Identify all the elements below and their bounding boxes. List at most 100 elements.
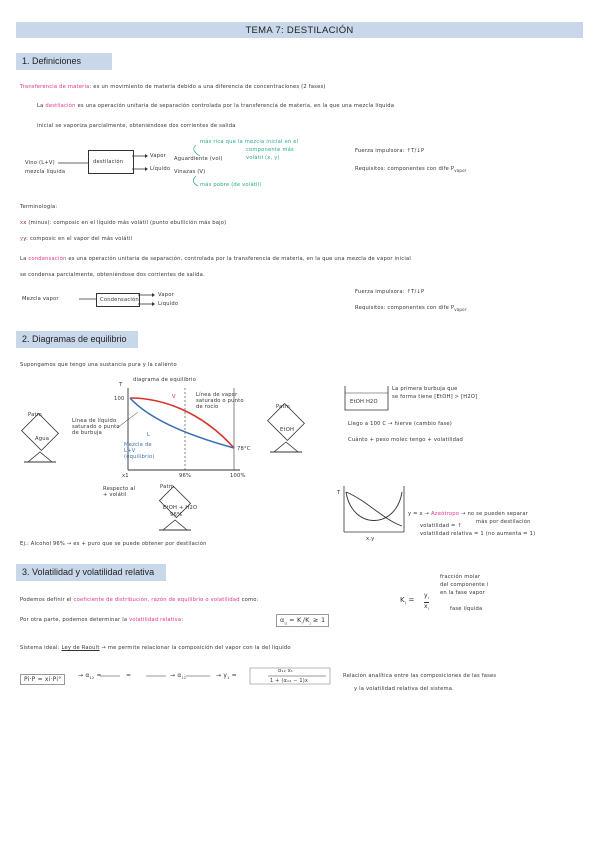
section-header-volatilidad: 3. Volatilidad y volatilidad relativa — [16, 564, 166, 581]
teal-note-3: volátil (x, y) — [246, 155, 280, 161]
linea-vapor-label: Línea de vapor saturado o punto de rocío — [196, 392, 244, 410]
la-word: La — [37, 103, 44, 109]
xy-axis-label: x,y — [366, 536, 375, 542]
l-region: L — [147, 432, 151, 438]
coef-term: coeficiente de distribución, razón de eq… — [73, 597, 240, 603]
fuerza-impulsora-1: Fuerza impulsora: ↑T/↓P — [355, 148, 425, 154]
section-title: 2. Diagramas de equilibrio — [22, 334, 127, 344]
tm-term: Transferencia de materia — [20, 84, 90, 90]
cond-term: condensación — [28, 256, 67, 262]
x100-label: 100% — [230, 473, 246, 479]
deriv-step-1: → α12 = — [78, 672, 102, 681]
dest-line: La destilación es una operación unitaria… — [37, 103, 394, 109]
etoh-h2o-label: EtOH + H2O — [163, 505, 198, 511]
p96-label: 96% — [170, 512, 183, 518]
terminologia-label: Terminología: — [20, 204, 58, 210]
deriv-step-3: → α12 — [170, 672, 187, 681]
yi-denominator: 1 + (α₁₂ − 1)x — [270, 678, 309, 684]
llego-text: Llego a 100 C → hierve (cambio fase) — [348, 421, 453, 427]
section-header-diagramas: 2. Diagramas de equilibrio — [16, 331, 138, 348]
cond-line: La condensación es una operación unitari… — [20, 256, 411, 262]
alpha-formula: αij = Ki/Kj ≥ 1 — [276, 614, 330, 628]
fuerza-impulsora-2: Fuerza impulsora: ↑T/↓P — [355, 289, 425, 295]
deriv-eq-2: = — [126, 672, 132, 679]
t-axis-2: T — [337, 490, 341, 496]
page-title: TEMA 7: DESTILACIÓN — [245, 25, 354, 36]
ejemplo-text: Ej.: Alcohol 96% → es + puro que se pued… — [20, 541, 207, 547]
condensacion-label: Condensación — [100, 297, 139, 303]
t78-label: 78°C — [237, 446, 251, 452]
cond-out-liquido: Líquido — [158, 301, 179, 307]
tube-label: EtOH H2O — [350, 399, 378, 405]
t-axis-label: T — [119, 382, 123, 388]
raoult-line: Sistema ideal: Ley de Raoult → me permit… — [20, 645, 291, 651]
teal-note-2: componente más — [246, 147, 294, 153]
fraccion-note-3: en la fase vapor — [440, 590, 485, 596]
ki-fraction: yi xi — [424, 592, 429, 612]
raoult-formula: Pi·P = xi·Pi° — [20, 674, 66, 685]
volatilidad-relativa-label: volatilidad relativa = 1 (no aumenta = 1… — [420, 531, 536, 537]
mezcla-vapor-label: Mezcla vapor — [22, 296, 59, 302]
requisitos-2: Requisitos: componentes con dife Pvapor — [355, 305, 467, 313]
deriv-step-4: → y1 = — [216, 672, 237, 681]
cond-text: es una operación unitaria de separación,… — [68, 256, 411, 262]
etoh-label: EtOH — [280, 427, 295, 433]
y-definition: yy: composic en el vapor del más volátil — [20, 236, 133, 242]
patm-1: Patm — [28, 412, 42, 418]
destilacion-label: destilación — [93, 159, 124, 165]
page-title-bar: TEMA 7: DESTILACIÓN — [16, 22, 583, 38]
section-title: 3. Volatilidad y volatilidad relativa — [22, 567, 155, 577]
fraccion-note-2: del componente i — [440, 582, 489, 588]
destilacion-box: destilación — [88, 150, 134, 174]
patm-2: Patm — [160, 484, 174, 490]
tm-line: Transferencia de materia: es un movimien… — [20, 84, 326, 90]
input-label-1: Vino (L+V) — [25, 160, 55, 166]
t100-label: 100 — [114, 396, 125, 402]
azeotropo-line-2: más por destilación — [476, 519, 531, 525]
cond-out-vapor: Vapor — [158, 292, 174, 298]
dest-term: destilación — [45, 103, 76, 109]
vol-rel-line: Por otra parte, podemos determinar la vo… — [20, 617, 184, 623]
section-title: 1. Definiciones — [22, 56, 82, 66]
ki-formula: Ki = — [400, 596, 415, 606]
agua-label: Agua — [35, 436, 50, 442]
diagram-title: diagrama de equilibrio — [133, 377, 197, 383]
x96-label: 96% — [179, 473, 192, 479]
requisitos-1: Requisitos: componentes con dife Pvapor — [355, 166, 467, 174]
suponemos-text: Supongamos que tengo una sustancia pura … — [20, 362, 177, 368]
v-region: V — [172, 394, 176, 400]
dest-line-2: inicial se vaporiza parcialmente, obteni… — [37, 123, 236, 129]
out-vapor: Vapor — [150, 153, 166, 159]
mezcla-label: Mezcla de L+V (equilibrio) — [124, 442, 155, 460]
aguardiente-label: Aguardiente (vol) — [174, 156, 223, 162]
section-header-definiciones: 1. Definiciones — [16, 53, 112, 70]
input-label-2: mezcla líquida — [25, 169, 66, 175]
teal-note-1: más rica que la mezcla inicial en el — [200, 139, 299, 145]
linea-liquido-label: Línea de líquido saturado o punto de bur… — [72, 418, 120, 436]
x-definition: xx (minus): composic en el líquido más v… — [20, 220, 227, 226]
relacion-text-2: y la volatilidad relativa del sistema. — [354, 686, 454, 692]
relacion-text-1: Relación analítica entre las composicion… — [343, 673, 497, 679]
out-liquido: Líquido — [150, 166, 171, 172]
respecto-label: Respecto al + volátil — [103, 486, 136, 498]
cuanto-text: Cuánto + peso molec tengo + volatilidad — [348, 437, 464, 443]
xi-label: x1 — [122, 473, 129, 479]
cond-line-2: se condensa parcialmente, obteniéndose d… — [20, 272, 205, 278]
fraccion-note-4: fase líquida — [450, 606, 483, 612]
vinazas-label: Vinazas (V) — [174, 169, 206, 175]
raoult-term: Ley de Raoult — [61, 645, 100, 651]
dest-text: es una operación unitaria de separación … — [77, 103, 395, 109]
burbuja-text-1: La primera burbuja que — [392, 386, 458, 392]
coef-line: Podemos definir el coeficiente de distri… — [20, 597, 259, 603]
yi-numerator: α₁₂ x₁ — [278, 668, 294, 674]
azeotropo-line: y = x → Azeótropo → no se pueden separar — [408, 511, 529, 517]
tm-text: : es un movimiento de materia debido a u… — [89, 84, 326, 90]
volatilidad-label: volatilidad = ↑ — [420, 523, 462, 529]
burbuja-text-2: se forma tiene [EtOH] > [H2O] — [392, 394, 478, 400]
teal-note-4: más pobre (de volátil) — [200, 182, 262, 188]
fraccion-note-1: fracción molar — [440, 574, 481, 580]
patm-3: Patm — [276, 404, 290, 410]
